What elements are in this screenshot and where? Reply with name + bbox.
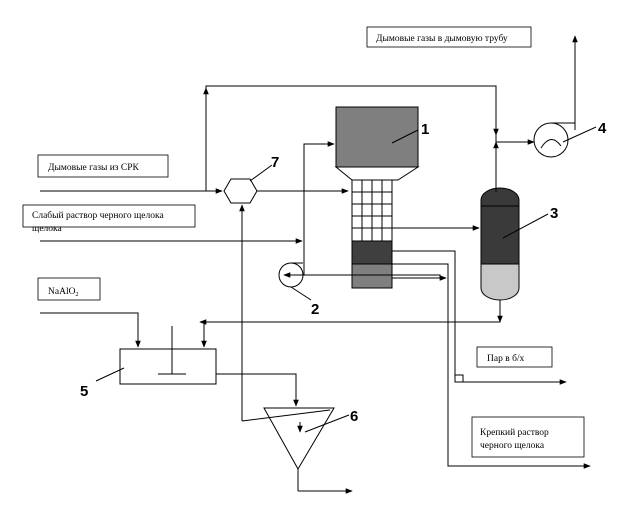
flow-5-to-6 (216, 373, 299, 407)
unit-3-column (480, 187, 520, 301)
unit-number-1: 1 (421, 121, 429, 138)
flow-strong-liquor (392, 263, 591, 469)
unit-number-3: 3 (550, 205, 558, 222)
svg-text:Дымовые газы из СРК: Дымовые газы из СРК (48, 163, 140, 173)
unit-7-heat-exchanger (223, 178, 258, 204)
svg-text:Дымовые газы в дымовую трубу: Дымовые газы в дымовую трубу (376, 33, 508, 44)
svg-text:NaAlO2: NaAlO2 (48, 287, 78, 298)
flow-1-to-fan (495, 86, 535, 145)
svg-text:черного щелока: черного щелока (480, 441, 545, 451)
flow-steam-down (454, 340, 464, 382)
svg-text:Пар в б/х: Пар в б/х (487, 353, 525, 364)
label-flue-to-chimney: Дымовые газы в дымовую трубу (366, 26, 532, 48)
leader-6 (304, 414, 350, 433)
leader-5 (95, 367, 125, 382)
unit-number-5: 5 (80, 383, 88, 400)
svg-text:Слабый раствор черного щелока: Слабый раствор черного щелока (32, 210, 164, 221)
unit-number-4: 4 (598, 120, 607, 137)
flow-naalo (40, 312, 141, 348)
svg-text:Крепкий раствор: Крепкий раствор (480, 427, 549, 438)
leader-7 (249, 164, 273, 182)
svg-text:щелока: щелока (32, 224, 62, 234)
unit-1-bottom-gray (351, 263, 393, 289)
flow-3-to-5 (201, 300, 501, 348)
label-weak-black-liquor: Слабый раствор черного щелока щелока (22, 204, 196, 234)
unit-6-settler (241, 407, 335, 491)
unit-5-tank (119, 326, 217, 385)
leader-2 (290, 286, 312, 301)
unit-4-fan (533, 122, 576, 158)
unit-1-transition (334, 166, 420, 181)
unit-number-7: 7 (271, 154, 279, 171)
unit-number-2: 2 (311, 301, 319, 318)
leader-4 (562, 126, 597, 143)
unit-1-upper-block (335, 106, 419, 168)
leader-3 (502, 213, 549, 239)
unit-1-packed-section (351, 179, 393, 242)
leader-1 (391, 129, 419, 144)
unit-number-6: 6 (350, 408, 358, 425)
label-flue-from-srk: Дымовые газы из СРК (37, 154, 169, 178)
flow-into-unit-1 (303, 141, 335, 275)
flow-steam (392, 250, 567, 385)
label-steam: Пар в б/х (476, 346, 553, 368)
unit-1-bottom-dark (351, 240, 393, 265)
label-sodium-aluminate: NaAlO2 (37, 277, 101, 301)
label-strong-black-liquor: Крепкий раствор черного щелока (471, 416, 585, 458)
